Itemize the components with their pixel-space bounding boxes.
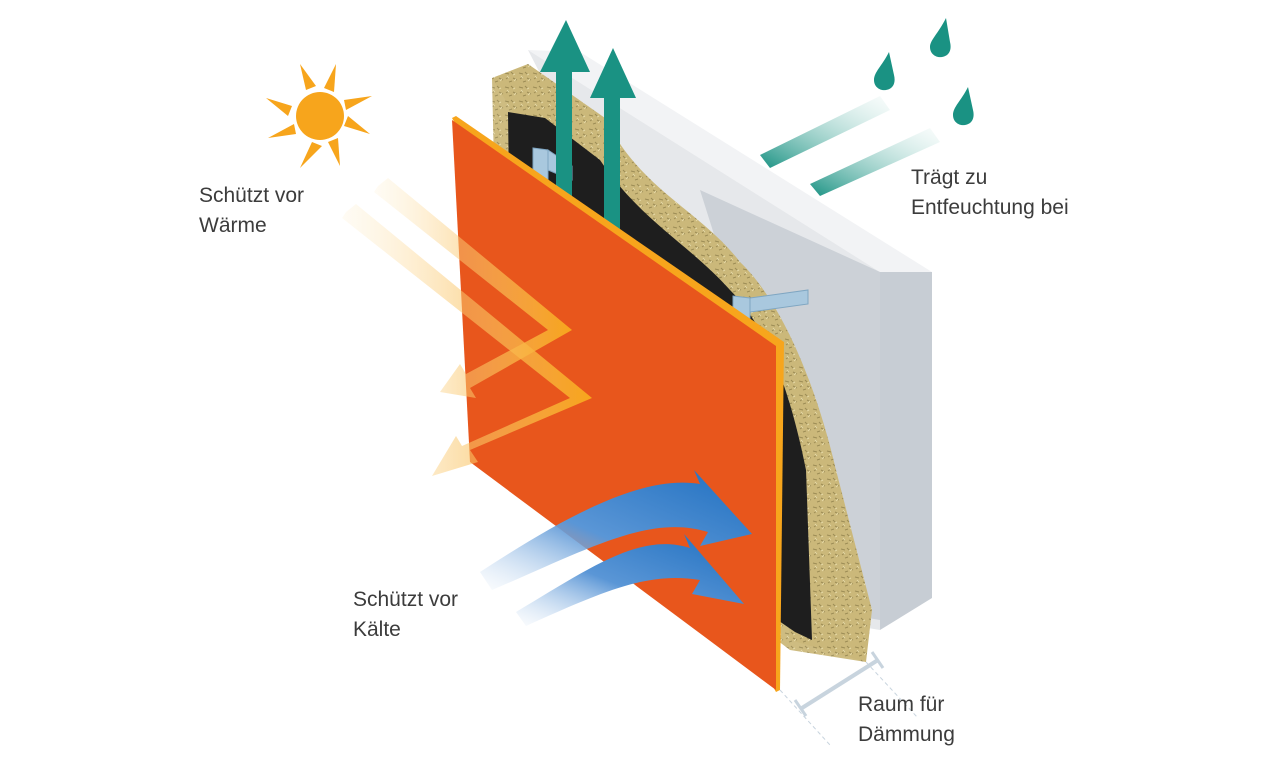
- rain-drop-icon: [874, 52, 895, 91]
- heat-protection-label: Schützt vor Wärme: [199, 181, 304, 241]
- heat-arrows: [342, 178, 592, 476]
- insulation-space-line1: Raum für: [858, 693, 945, 716]
- rain-drop-icon: [953, 87, 974, 126]
- cold-label-line1: Schützt vor: [353, 588, 459, 611]
- heat-label-line1: Schützt vor: [199, 184, 305, 207]
- insulation-space-marker: [779, 651, 919, 746]
- dehumidification-label: Trägt zu Entfeuchtung bei: [911, 163, 1069, 223]
- moisture-out-streaks: [760, 96, 940, 196]
- insulation-space-label: Raum für Dämmung: [858, 690, 955, 750]
- insulation-space-line2: Dämmung: [858, 723, 955, 746]
- sun-icon: [266, 64, 372, 168]
- cold-label-line2: Kälte: [353, 618, 401, 641]
- heat-label-line2: Wärme: [199, 214, 267, 237]
- cold-protection-label: Schützt vor Kälte: [353, 585, 458, 645]
- moisture-label-line2: Entfeuchtung bei: [911, 196, 1069, 219]
- cold-arrows: [480, 470, 752, 626]
- moisture-label-line1: Trägt zu: [911, 166, 988, 189]
- rain-drop-icons: [874, 18, 974, 126]
- rain-drop-icon: [930, 18, 951, 58]
